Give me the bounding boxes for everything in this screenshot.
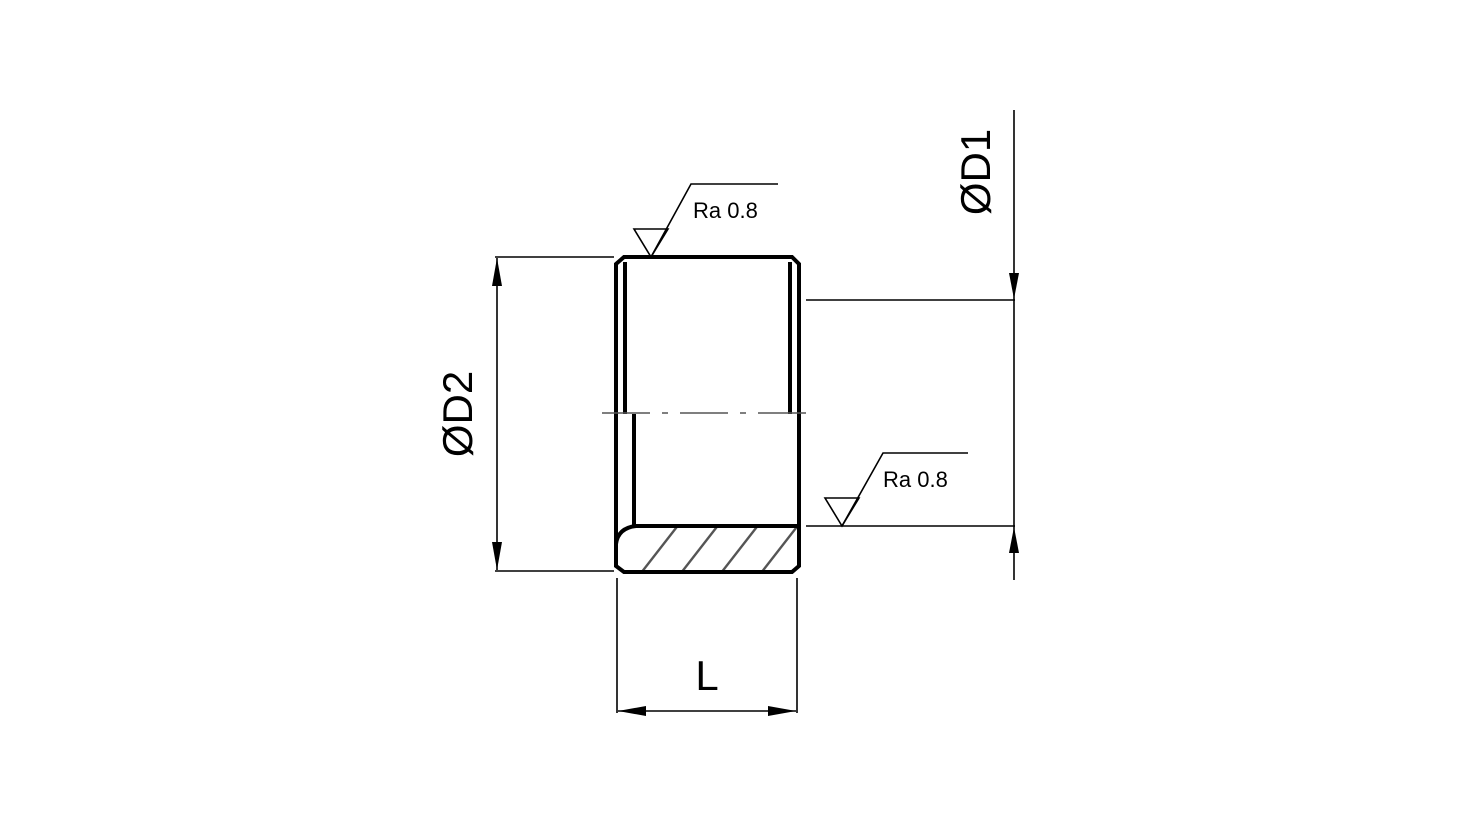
surface-finish-label-bottom: Ra 0.8	[883, 467, 948, 492]
diameter-d2-label: ØD2	[434, 371, 481, 457]
diameter-d1-dimension	[806, 110, 1019, 580]
surface-finish-symbol-top	[632, 183, 778, 259]
bushing-outline	[614, 255, 801, 574]
surface-finish-symbol-bottom	[823, 452, 968, 528]
diameter-d2-dimension	[492, 256, 614, 572]
length-dimension	[616, 578, 798, 716]
section-hatching	[619, 526, 797, 572]
length-label: L	[695, 652, 718, 699]
surface-finish-label-top: Ra 0.8	[693, 198, 758, 223]
diameter-d1-label: ØD1	[952, 129, 999, 215]
